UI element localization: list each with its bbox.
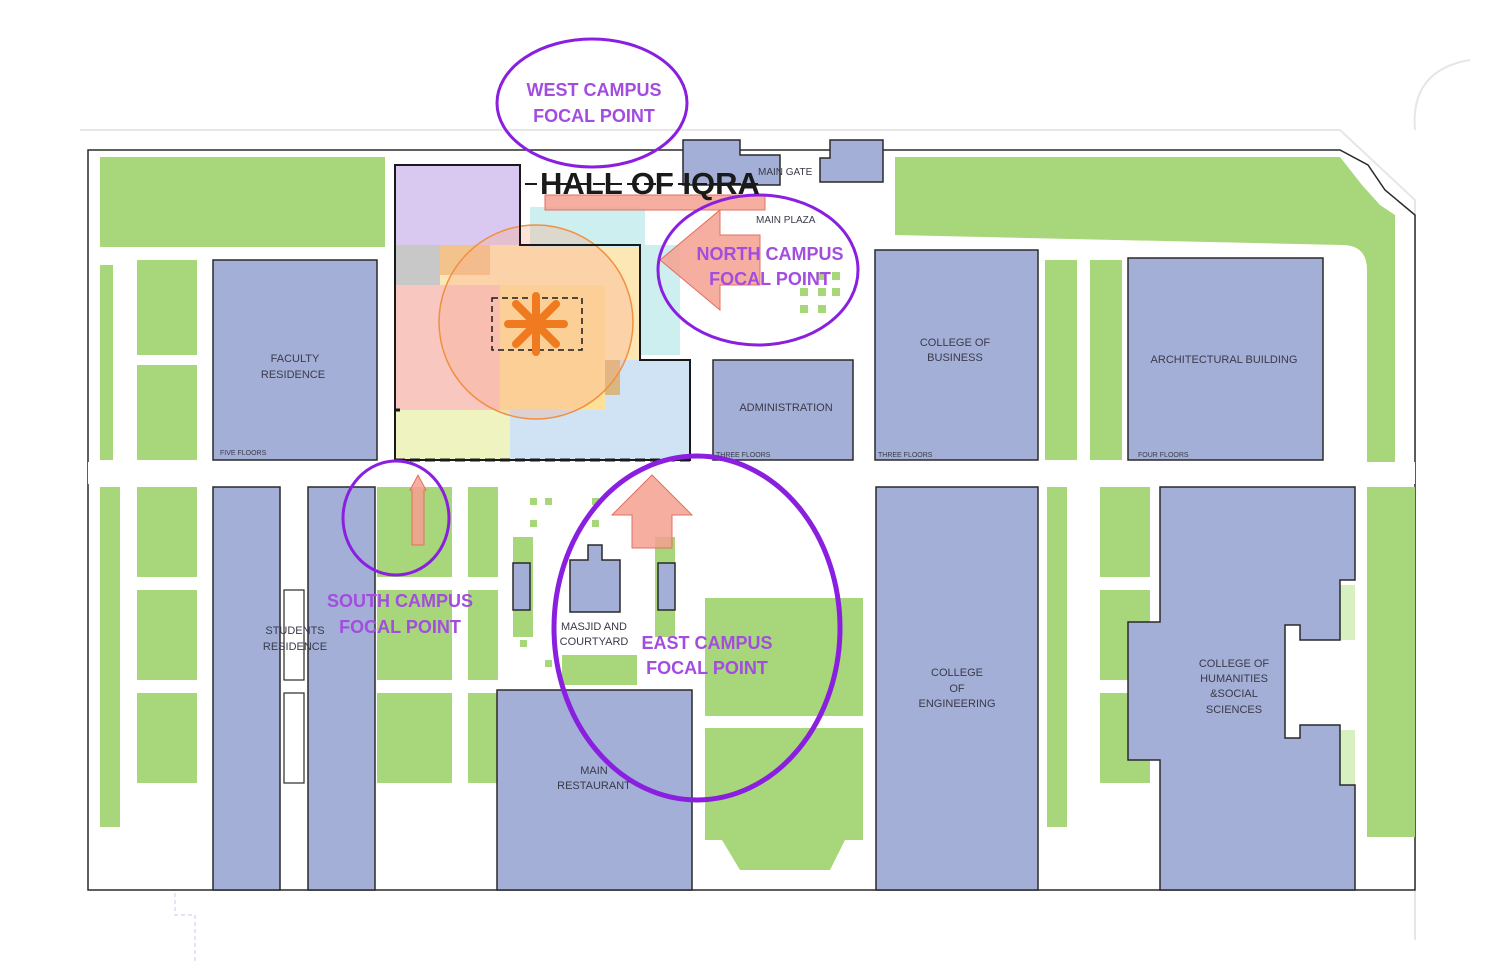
engineering-label-3: ENGINEERING <box>918 698 995 710</box>
humanities-label-2: HUMANITIES <box>1200 673 1268 685</box>
college-of-business-building[interactable] <box>874 249 1039 461</box>
plaza-pavers <box>520 272 840 667</box>
business-floors-label: THREE FLOORS <box>878 452 933 459</box>
north-focal-label-1: NORTH CAMPUS <box>697 244 844 264</box>
architectural-floors-label: FOUR FLOORS <box>1138 452 1189 459</box>
humanities-label-3: &SOCIAL <box>1210 688 1258 700</box>
south-focal-label-2: FOCAL POINT <box>339 617 461 637</box>
east-arrow-icon <box>610 474 694 549</box>
faculty-residence-building[interactable] <box>212 259 378 461</box>
arrows <box>409 194 766 549</box>
faculty-residence-label-1: FACULTY <box>271 353 320 365</box>
college-of-humanities-building[interactable] <box>1127 486 1356 891</box>
north-focal-ring <box>656 193 860 347</box>
business-label-2: BUSINESS <box>927 352 983 364</box>
north-arrow-icon <box>659 208 761 312</box>
restaurant-label-1: MAIN <box>580 765 608 777</box>
main-gate-annex <box>819 139 884 183</box>
administration-floors-label: THREE FLOORS <box>716 452 771 459</box>
hall-entry-arrow-icon <box>544 194 766 211</box>
main-plaza-label: MAIN PLAZA <box>756 215 816 226</box>
engineering-label-2: OF <box>949 683 965 695</box>
students-residence-label-1: STUDENTS <box>265 625 324 637</box>
students-residence-east-block[interactable] <box>307 486 376 891</box>
masjid-side-block-left <box>512 562 531 611</box>
west-focal-label-1: WEST CAMPUS <box>527 80 662 100</box>
architectural-building[interactable] <box>1127 257 1324 461</box>
restaurant-label-2: RESTAURANT <box>557 780 631 792</box>
administration-building[interactable] <box>712 359 854 461</box>
star-icon <box>504 292 568 356</box>
masjid-side-block-right <box>657 562 676 611</box>
west-focal-ring <box>495 37 689 169</box>
engineering-label-1: COLLEGE <box>931 667 983 679</box>
administration-label: ADMINISTRATION <box>739 402 832 414</box>
masjid-label-1: MASJID AND <box>561 621 627 633</box>
south-arrow-icon <box>409 473 427 546</box>
humanities-label-4: SCIENCES <box>1206 704 1262 716</box>
students-residence-gap-2 <box>283 692 305 784</box>
students-residence-west-block[interactable] <box>212 486 281 891</box>
west-focal-label-2: FOCAL POINT <box>533 106 655 126</box>
east-focal-label-1: EAST CAMPUS <box>641 633 772 653</box>
students-residence-gap-1 <box>283 589 305 681</box>
masjid-label-2: COURTYARD <box>560 636 629 648</box>
main-restaurant-building[interactable] <box>496 689 693 891</box>
humanities-label-1: COLLEGE OF <box>1199 658 1270 670</box>
masjid-building[interactable] <box>569 544 621 613</box>
college-of-engineering-building[interactable] <box>875 486 1039 891</box>
north-focal-label-2: FOCAL POINT <box>709 269 831 289</box>
east-focal-label-2: FOCAL POINT <box>646 658 768 678</box>
east-focal-ring <box>551 453 843 803</box>
main-gate-label: MAIN GATE <box>758 167 813 178</box>
architectural-label: ARCHITECTURAL BUILDING <box>1151 354 1298 366</box>
faculty-floors-label: FIVE FLOORS <box>220 450 267 457</box>
faculty-residence-label-2: RESIDENCE <box>261 369 325 381</box>
south-focal-label-1: SOUTH CAMPUS <box>327 591 473 611</box>
business-label-1: COLLEGE OF <box>920 337 991 349</box>
green-spaces <box>100 157 1415 870</box>
south-focal-ring <box>341 459 451 577</box>
students-residence-label-2: RESIDENCE <box>263 641 327 653</box>
